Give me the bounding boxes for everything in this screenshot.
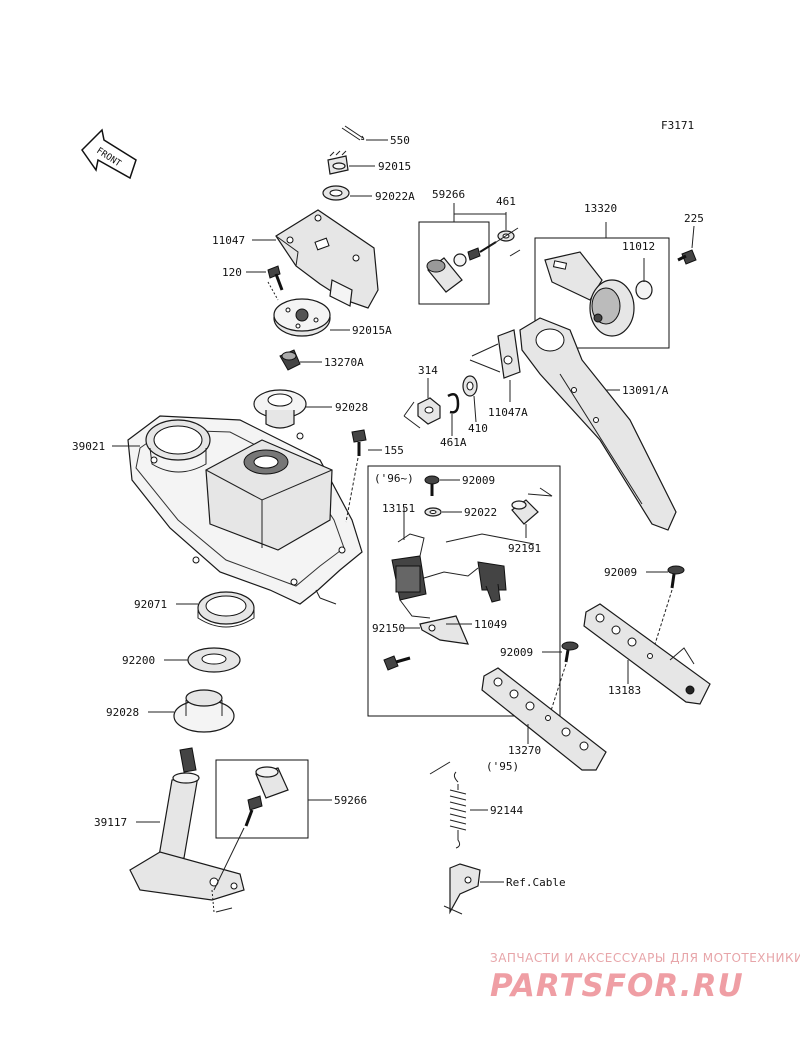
screw-92009-mid (547, 641, 579, 721)
label-92022A: 92022A (375, 190, 415, 203)
lever-13091A (519, 317, 677, 531)
label-155: 155 (384, 444, 404, 457)
pedal-box-13320 (534, 237, 670, 349)
kit-59266-lower (213, 759, 309, 891)
front-arrow-icon: FRONT (81, 128, 137, 180)
washer-92022 (424, 507, 442, 517)
watermark-brand: PARTSFOR.RU (490, 968, 744, 1004)
switch-box-96 (367, 465, 561, 717)
label-92150: 92150 (372, 622, 405, 635)
label-120: 120 (222, 266, 242, 279)
label-92071: 92071 (134, 598, 167, 611)
label-59266-lower: 59266 (334, 794, 367, 807)
label-13320: 13320 (584, 202, 617, 215)
switch-13151 (391, 533, 535, 619)
label-92028-lower: 92028 (106, 706, 139, 719)
label-92015A: 92015A (352, 324, 392, 337)
label-13270: 13270 (508, 744, 541, 757)
label-550: 550 (390, 134, 410, 147)
seal-92071 (197, 591, 255, 628)
label-92144: 92144 (490, 804, 523, 817)
label-410: 410 (468, 422, 488, 435)
figure-code: F3171 (661, 119, 694, 132)
cable-bracket (443, 863, 481, 915)
label-461: 461 (496, 195, 516, 208)
bolt-155 (345, 429, 367, 523)
cotter-pin-550 (341, 125, 365, 141)
washer-92022A (322, 185, 350, 201)
shaft-39117 (129, 747, 245, 913)
label-13183: 13183 (608, 684, 641, 697)
plate-13270 (481, 667, 607, 771)
label-92009-top: 92009 (462, 474, 495, 487)
washer-92200 (187, 647, 241, 673)
bracket-11047 (275, 209, 379, 309)
label-92200: 92200 (122, 654, 155, 667)
label-39117: 39117 (94, 816, 127, 829)
plate-92015A (273, 298, 331, 337)
label-11047: 11047 (212, 234, 245, 247)
housing-39021 (127, 415, 363, 605)
label-314: 314 (418, 364, 438, 377)
bolt-225 (677, 249, 697, 265)
label-39021: 39021 (72, 440, 105, 453)
label-11049: 11049 (474, 618, 507, 631)
seat-92028-top (253, 389, 307, 429)
label-ref-cable: Ref.Cable (506, 876, 566, 889)
lock-washer-461A (447, 393, 460, 414)
label-13270A: 13270A (324, 356, 364, 369)
bushing-13270A (279, 349, 301, 371)
kit-59266-top (418, 221, 497, 305)
collar-92191 (511, 499, 539, 525)
plate-13183 (583, 603, 711, 705)
label-95: ('95) (486, 760, 519, 773)
label-13151: 13151 (382, 502, 415, 515)
watermark-tagline: ЗАПЧАСТИ И АКСЕССУАРЫ ДЛЯ МОТОТЕХНИКИ (490, 951, 800, 965)
washer-410 (462, 375, 478, 397)
label-96: ('96~) (374, 472, 414, 485)
label-59266-top: 59266 (432, 188, 465, 201)
label-461A: 461A (440, 436, 467, 449)
screw-92009-top (424, 475, 440, 496)
plate-11047A (497, 329, 521, 379)
label-92022: 92022 (464, 506, 497, 519)
label-13091A: 13091/A (622, 384, 669, 397)
bolt-120 (267, 265, 284, 301)
nut-314 (417, 397, 441, 425)
castle-nut-92015 (327, 150, 349, 175)
label-92191: 92191 (508, 542, 541, 555)
seat-92028-lower (173, 689, 235, 733)
label-92009-right: 92009 (604, 566, 637, 579)
label-225: 225 (684, 212, 704, 225)
label-11047A: 11047A (488, 406, 528, 419)
label-92028-top: 92028 (335, 401, 368, 414)
label-92009-mid: 92009 (500, 646, 533, 659)
bracket-11049 (419, 615, 469, 645)
spring-92144 (429, 761, 467, 849)
label-92015: 92015 (378, 160, 411, 173)
label-11012: 11012 (622, 240, 655, 253)
screw-92150 (383, 655, 411, 671)
